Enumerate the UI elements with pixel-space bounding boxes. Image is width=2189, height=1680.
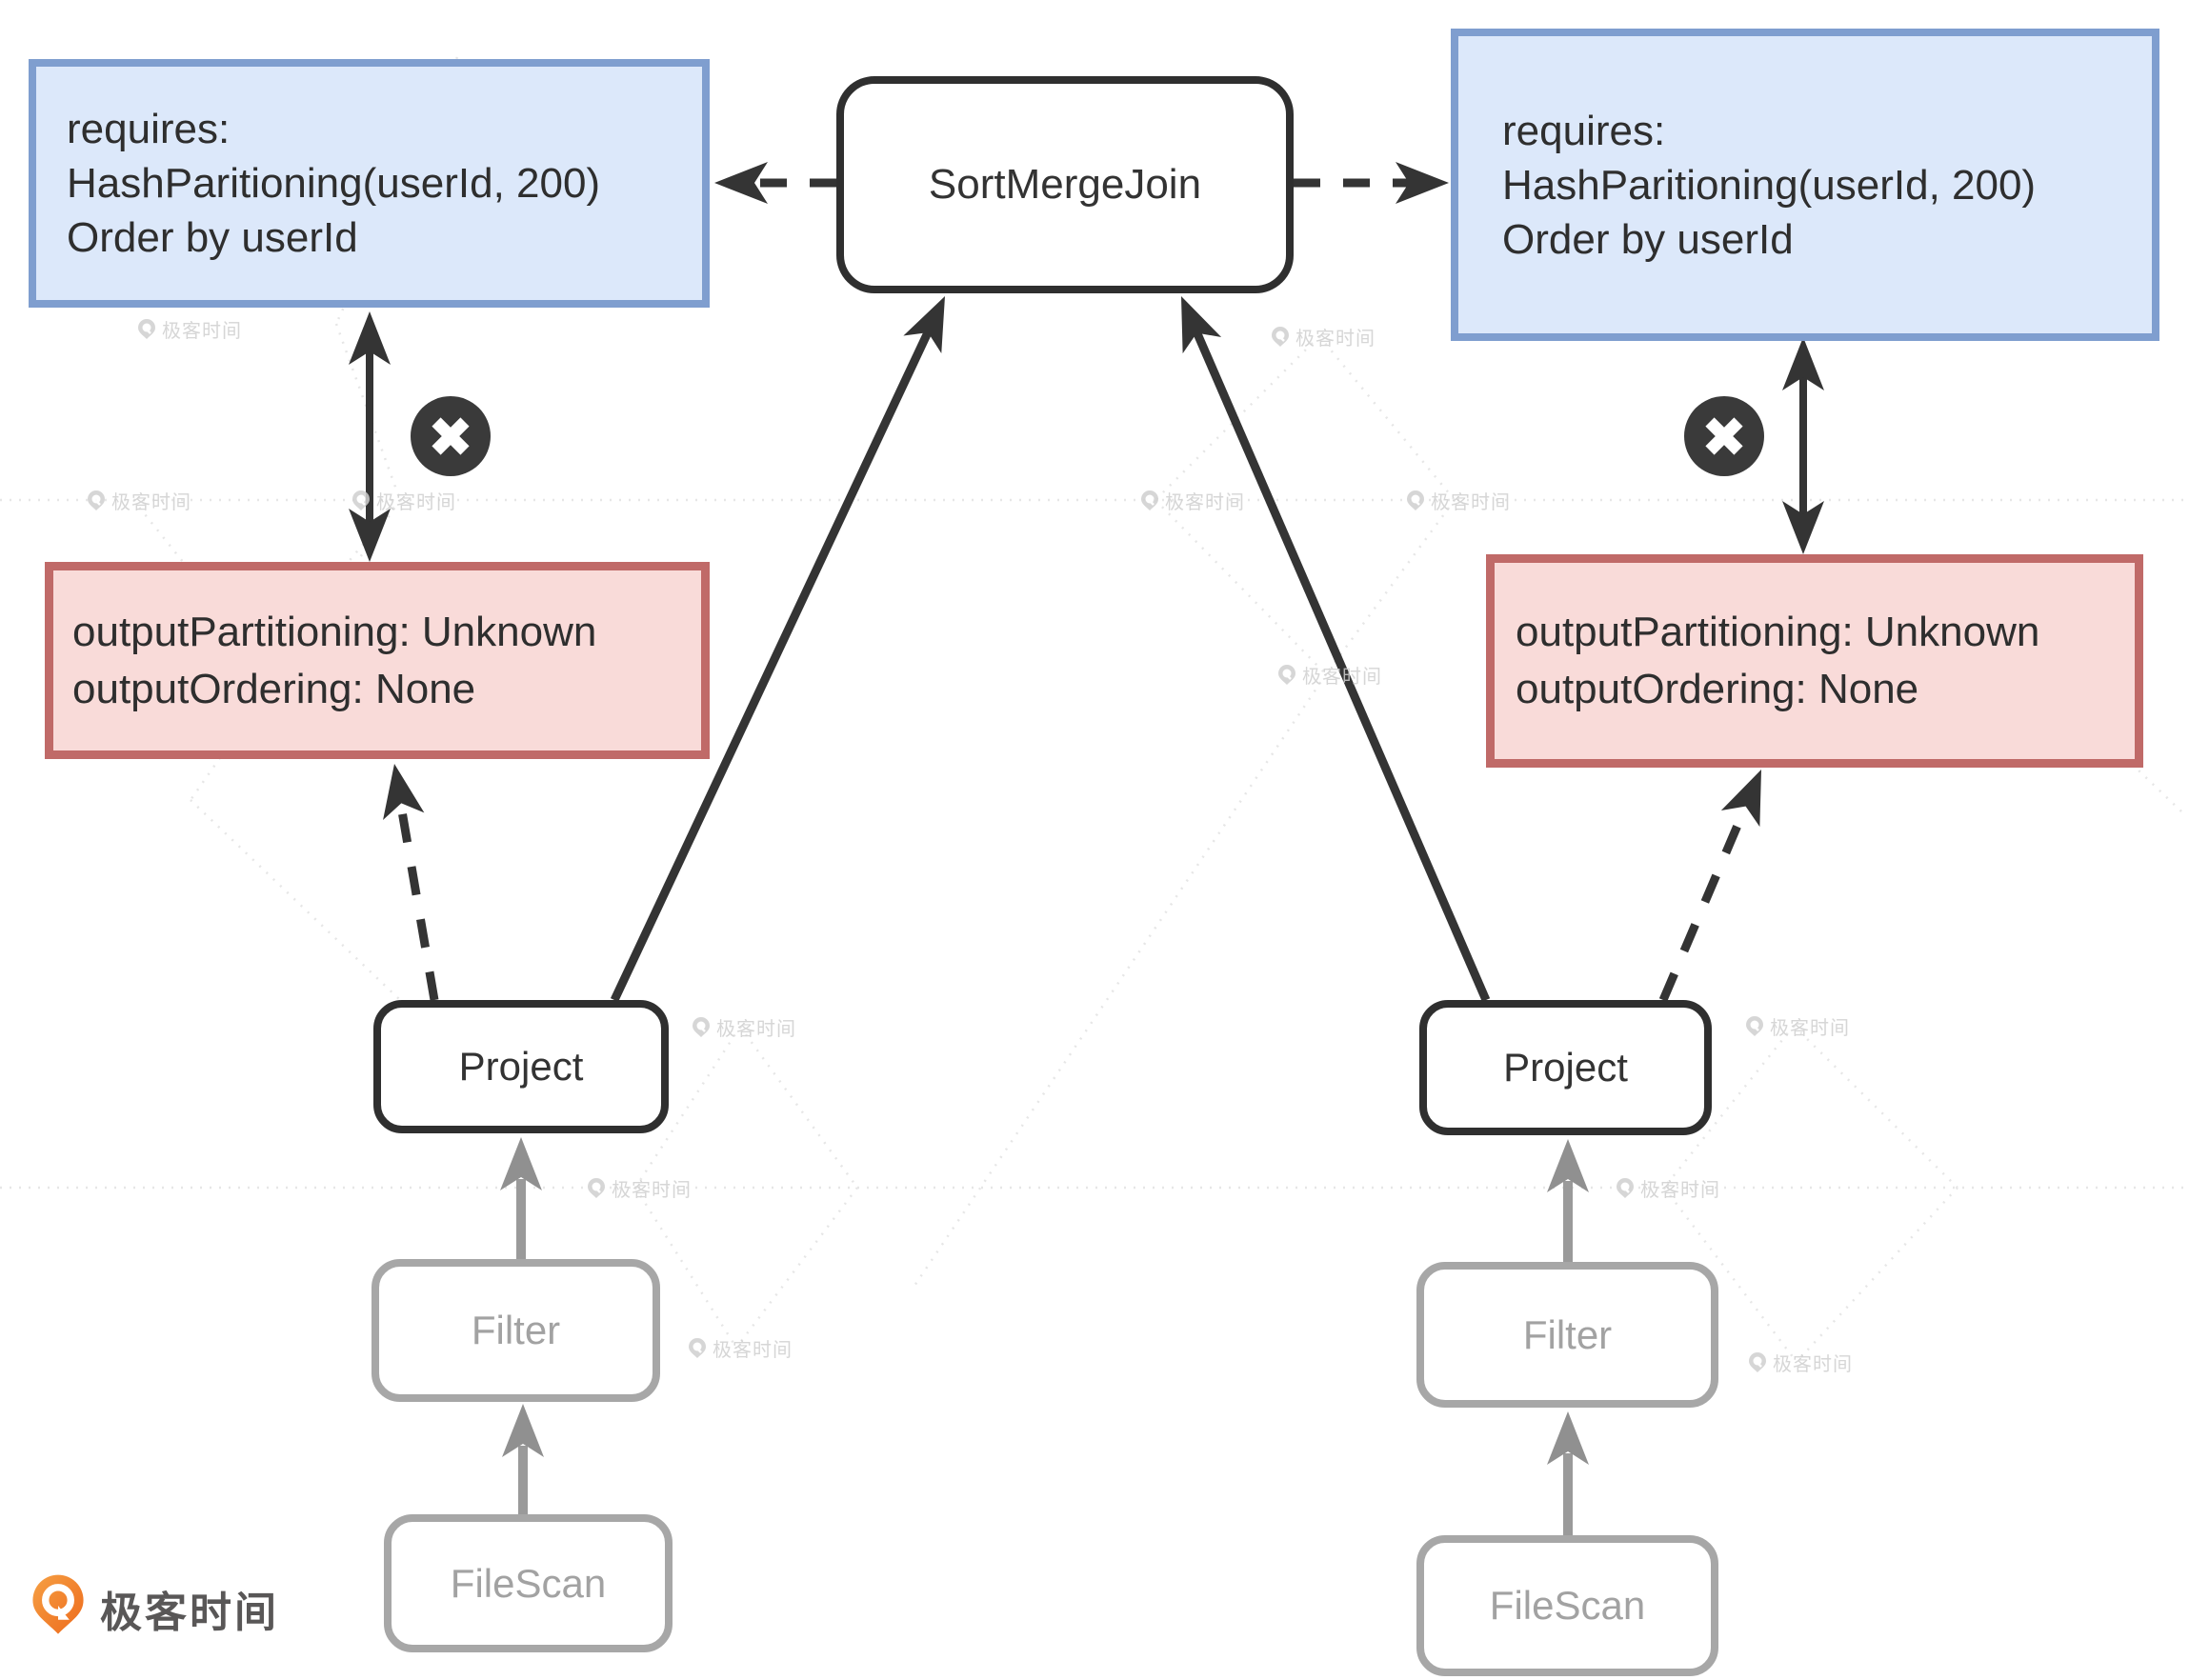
geektime-pin-icon [1749,1351,1766,1372]
watermark: 极客时间 [691,1013,796,1041]
arrow-right-filter-to-project [1547,1139,1589,1262]
watermark: 极客时间 [1139,487,1245,514]
watermark-label: 极客时间 [1431,492,1511,513]
watermark-label: 极客时间 [376,492,456,513]
watermark: 极客时间 [351,487,456,514]
watermark-label: 极客时间 [1295,329,1376,350]
geektime-pin-icon [1746,1015,1763,1036]
geektime-pin-icon [352,490,370,510]
geektime-logo: 极客时间 [29,1573,279,1644]
watermark-label: 极客时间 [1770,1018,1850,1039]
node-right-project-label: Project [1503,1045,1628,1090]
watermark: 极客时间 [136,315,242,343]
node-left-project-label: Project [458,1044,584,1089]
geektime-pin-icon [1278,664,1295,685]
left-output-box: outputPartitioning: Unknown outputOrderi… [45,562,710,759]
arrow-left-requires-vs-output [349,311,391,562]
watermark: 极客时间 [1744,1012,1850,1040]
node-right-project: Project [1419,1000,1712,1135]
node-right-filter-label: Filter [1522,1311,1613,1357]
left-output-line1: outputPartitioning: Unknown [72,608,597,655]
watermark-label: 极客时间 [713,1340,793,1361]
geektime-pin-icon [1617,1177,1634,1198]
right-requires-line1: requires: [1502,107,1666,154]
geektime-pin-icon [693,1016,710,1037]
geektime-pin-icon [1272,326,1289,347]
left-output-line2: outputOrdering: None [72,665,476,712]
arrow-right-requires-vs-output [1782,337,1824,554]
left-requires-line2: HashParitioning(userId, 200) [67,160,601,207]
geektime-logo-label: 极客时间 [100,1590,279,1636]
watermark-label: 极客时间 [162,321,242,342]
arrow-left-project-to-output [373,760,439,1001]
geektime-pin-icon [88,490,105,510]
arrow-left-filter-to-project [500,1137,542,1259]
watermark: 极客时间 [1405,487,1511,514]
watermark: 极客时间 [86,487,191,514]
right-output-box: outputPartitioning: Unknown outputOrderi… [1486,554,2143,768]
watermark-label: 极客时间 [111,492,191,513]
watermark-label: 极客时间 [1165,492,1245,513]
right-requires-line2: HashParitioning(userId, 200) [1502,161,2037,209]
node-right-filescan-label: FileScan [1489,1583,1646,1628]
geektime-pin-icon [1141,490,1158,510]
left-mismatch-x-icon [411,396,491,476]
node-right-filescan: FileScan [1416,1535,1718,1676]
right-requires-line3: Order by userId [1502,215,1794,263]
right-requires-box: requires: HashParitioning(userId, 200) O… [1451,29,2159,341]
arrow-smj-to-left-requires [714,162,836,204]
watermark: 极客时间 [586,1174,692,1202]
watermark-label: 极客时间 [612,1180,692,1201]
node-left-filter: Filter [372,1259,660,1402]
arrow-left-project-to-smj [610,287,964,1002]
arrow-left-filescan-to-filter [502,1404,544,1514]
node-left-filescan-label: FileScan [450,1560,607,1606]
arrow-smj-to-right-requires [1294,162,1449,204]
node-sort-merge-join-label: SortMergeJoin [928,161,1202,208]
watermark-label: 极客时间 [1302,667,1382,688]
left-requires-line3: Order by userId [67,214,358,261]
right-mismatch-x-icon [1684,396,1764,476]
watermark: 极客时间 [1276,661,1382,689]
watermark: 极客时间 [1270,323,1376,350]
watermark-label: 极客时间 [716,1019,796,1040]
node-sort-merge-join: SortMergeJoin [836,76,1294,293]
arrow-right-project-to-output [1658,761,1781,1002]
watermark: 极客时间 [1747,1349,1853,1376]
node-left-project: Project [373,1000,669,1133]
geektime-pin-icon [1407,490,1424,510]
right-output-line1: outputPartitioning: Unknown [1516,609,2040,655]
left-requires-box: requires: HashParitioning(userId, 200) O… [29,59,710,308]
watermark: 极客时间 [687,1334,793,1362]
right-output-line2: outputOrdering: None [1516,666,1919,712]
watermark-label: 极客时间 [1640,1180,1720,1201]
geektime-pin-icon [689,1337,706,1358]
geektime-logo-icon [32,1574,84,1634]
geektime-pin-icon [588,1177,605,1198]
arrow-right-project-to-smj [1161,288,1491,1002]
watermark-label: 极客时间 [1773,1354,1853,1375]
geektime-pin-icon [138,318,155,339]
node-right-filter: Filter [1416,1262,1718,1408]
left-requires-line1: requires: [67,106,231,152]
arrow-right-filescan-to-filter [1547,1411,1589,1535]
node-left-filescan: FileScan [384,1514,673,1652]
watermark: 极客时间 [1615,1174,1720,1202]
node-left-filter-label: Filter [471,1308,561,1352]
